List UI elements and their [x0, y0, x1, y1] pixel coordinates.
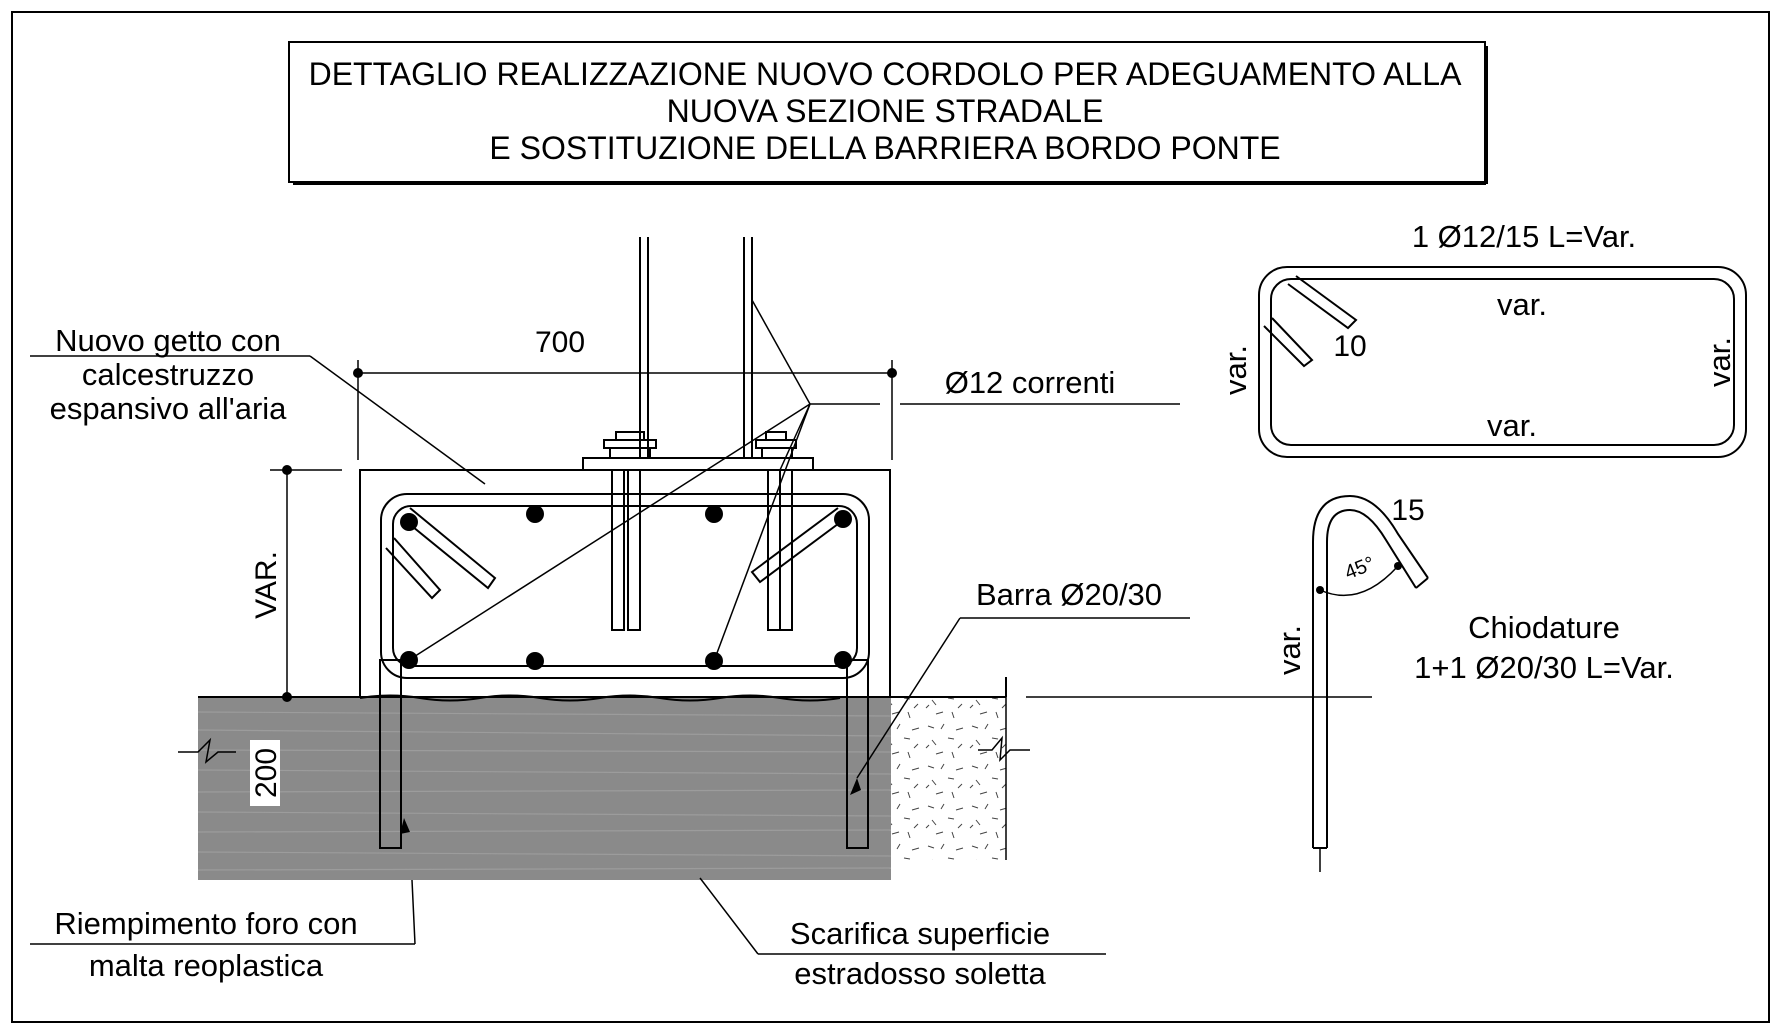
longitudinal-bars [400, 505, 852, 670]
stirrup-hook-length: 10 [1333, 330, 1366, 363]
label-barra: Barra Ø20/30 [976, 577, 1162, 612]
dowel-hook-length: 15 [1391, 494, 1424, 527]
dowel-length: var. [1272, 625, 1307, 675]
sheet-frame [11, 11, 1770, 1023]
break-symbol-left [178, 737, 236, 764]
stirrup-shape: 1 Ø12/15 L=Var. var. var. var. var. 10 [1218, 219, 1747, 458]
label-getto-3: espansivo all'aria [50, 391, 288, 426]
label-scarifica-1: Scarifica superficie [790, 916, 1050, 951]
dowel-angle: 45° [1342, 553, 1378, 585]
barrier-post [582, 237, 814, 631]
label-getto-2: calcestruzzo [82, 357, 254, 392]
dimension-depth-label: 200 [250, 748, 283, 798]
stirrup-title: 1 Ø12/15 L=Var. [1412, 219, 1636, 254]
dowel-shape: 45° 15 var. Chiodature 1+1 Ø20/30 L=Var. [1272, 494, 1674, 872]
title-block: DETTAGLIO REALIZZAZIONE NUOVO CORDOLO PE… [288, 41, 1488, 185]
break-symbol-right [978, 735, 1030, 762]
label-getto-1: Nuovo getto con [55, 323, 281, 358]
dimension-height: VAR. [250, 465, 342, 702]
title-line-1: DETTAGLIO REALIZZAZIONE NUOVO CORDOLO PE… [309, 56, 1462, 92]
label-riempimento-2: malta reoplastica [89, 948, 324, 983]
dimension-width: 700 [353, 326, 897, 460]
label-correnti: Ø12 correnti [945, 365, 1116, 400]
label-scarifica-2: estradosso soletta [794, 956, 1046, 991]
title-line-3: E SOSTITUZIONE DELLA BARRIERA BORDO PONT… [489, 130, 1280, 166]
existing-slab [198, 697, 891, 880]
dimension-height-label: VAR. [250, 551, 283, 619]
dimension-width-label: 700 [535, 326, 585, 359]
dowel-label-2: 1+1 Ø20/30 L=Var. [1414, 650, 1674, 685]
stirrup-right-var: var. [1702, 337, 1737, 387]
dimension-depth: 200 [250, 740, 283, 806]
stirrup-bottom-var: var. [1487, 408, 1537, 443]
stirrup-top-var: var. [1497, 287, 1547, 322]
scarification-line [359, 694, 841, 702]
label-riempimento-1: Riempimento foro con [54, 906, 357, 941]
concrete-hatch-zone [891, 697, 1006, 860]
dowel-label-1: Chiodature [1468, 610, 1620, 645]
section-detail: 700 VAR. 200 Nuovo getto con calcestruzz… [30, 237, 1372, 991]
stirrup-left-var: var. [1218, 345, 1253, 395]
title-line-2: NUOVA SEZIONE STRADALE [667, 93, 1104, 129]
